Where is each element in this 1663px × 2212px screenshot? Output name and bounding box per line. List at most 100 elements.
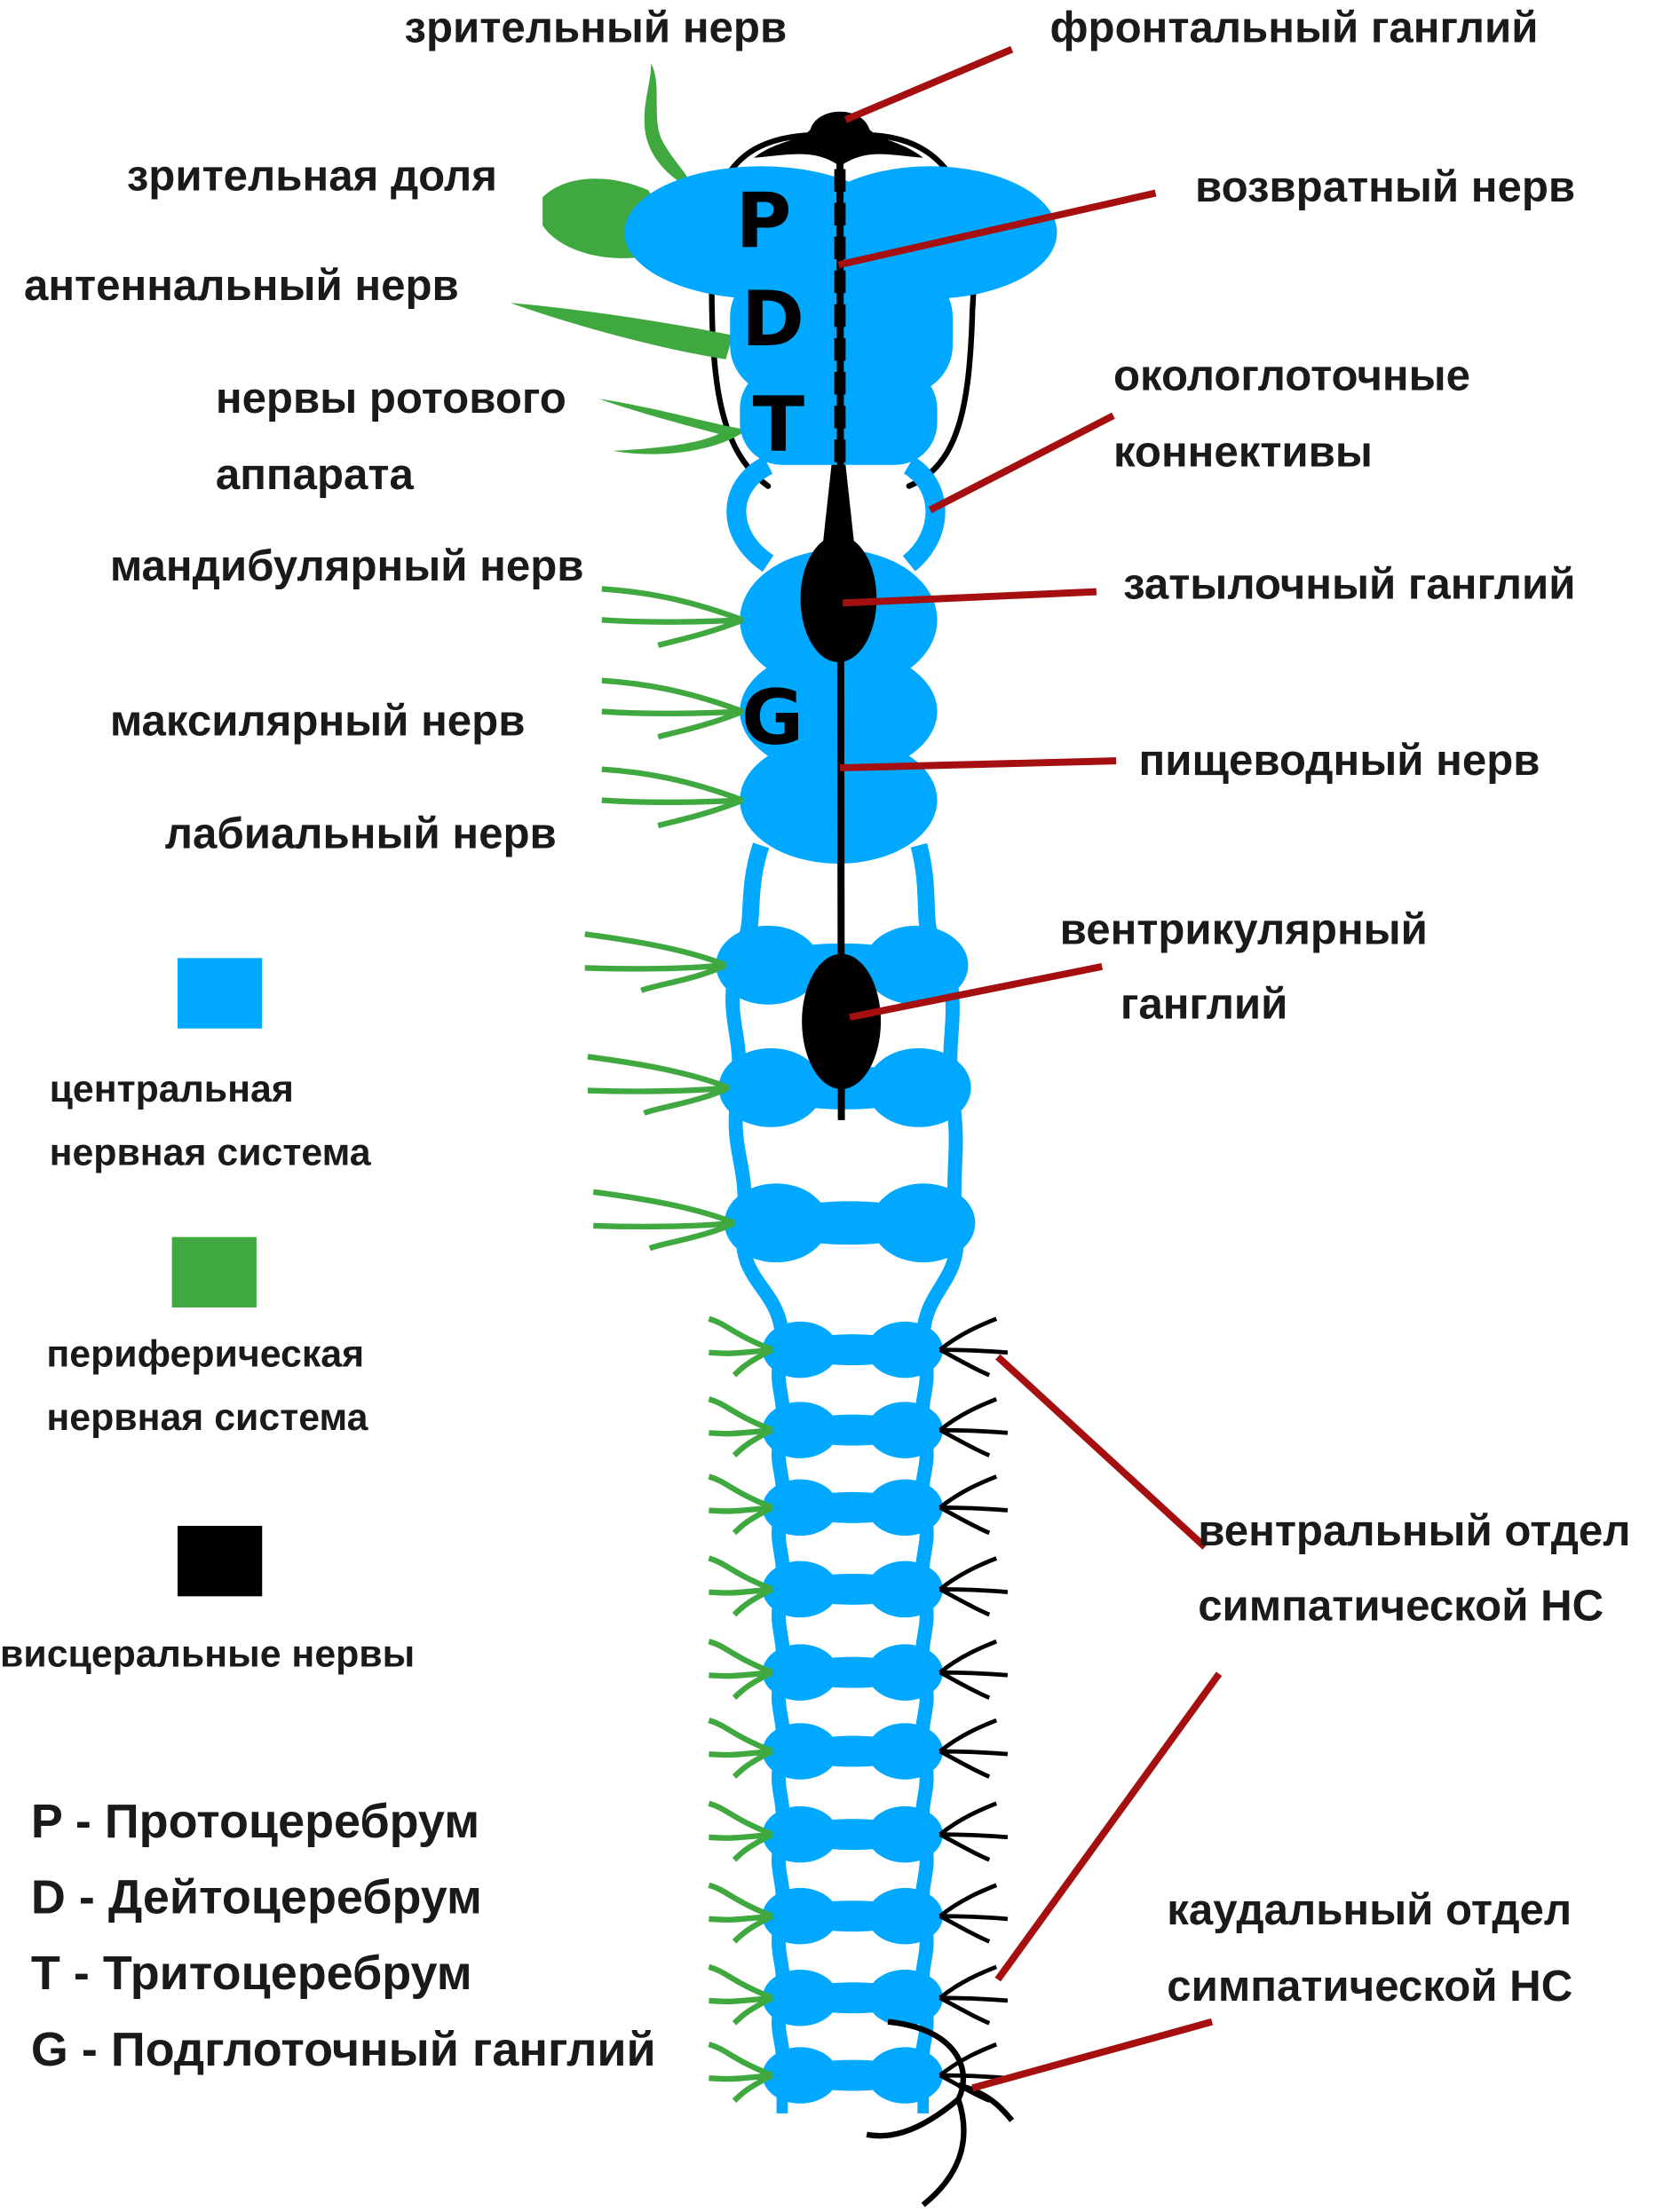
segmental-nerve-icon [587, 1054, 731, 1116]
ganglion-bridge [791, 1573, 915, 1605]
frontal-ganglion [754, 111, 923, 167]
label-maxillary-nerve: максилярный нерв [110, 697, 526, 746]
legend-swatch-visceral [178, 1526, 263, 1597]
sympathetic-nerve [938, 1883, 1009, 1944]
segmental-nerve-icon [708, 1639, 774, 1701]
protocerebrum-right [803, 166, 1057, 299]
mouthpart-nerve [601, 586, 744, 649]
legend-pns-1: периферическая [46, 1333, 364, 1376]
connective [771, 1914, 790, 1999]
legend-cns-1: центральная [50, 1068, 294, 1110]
label-ventricular-2: ганглий [1121, 980, 1288, 1029]
connective [915, 1995, 934, 2076]
label-circumesophageal-1: окологлоточные [1113, 352, 1470, 400]
label-mouthpart-nerves-2: аппарата [216, 450, 415, 499]
connective [771, 1347, 790, 1431]
ganglion-bridge [791, 1819, 915, 1851]
abbreviation-t: T - Тритоцеребрум [31, 1947, 472, 2000]
leader-esophageal [839, 757, 1117, 772]
legend-visceral: висцеральные нервы [0, 1633, 415, 1676]
leader-occipital [843, 588, 1097, 607]
letter-p: P [736, 177, 792, 265]
segmental-nerve-icon [708, 1473, 774, 1536]
sympathetic-nerve [938, 1964, 1009, 2026]
ganglion-bridge [791, 1900, 915, 1932]
legend-cns-2: нервная система [50, 1132, 372, 1174]
abbreviation-p: P - Протоцеребрум [31, 1795, 479, 1848]
ganglion-bridge [791, 1735, 915, 1767]
letter-t: T [753, 381, 804, 470]
sympathetic-nerve [938, 1639, 1009, 1700]
ganglion-bridge [764, 1201, 936, 1245]
letter-g: G [741, 674, 804, 762]
connective [771, 1505, 790, 1591]
label-optic-nerve: зрительный нерв [405, 4, 788, 52]
leader-connectives [928, 412, 1115, 514]
label-optic-lobe: зрительная доля [127, 151, 497, 200]
segmental-nerve-icon [708, 1800, 774, 1862]
segmental-nerve-icon [708, 1315, 774, 1378]
connective [941, 964, 960, 1088]
segmental-nerve-icon [584, 931, 727, 993]
segmental-nerve-icon [708, 1882, 774, 1944]
label-esophageal-nerve: пищеводный нерв [1139, 736, 1540, 785]
connective [915, 1587, 934, 1673]
connective [728, 1086, 752, 1224]
segmental-nerve-icon [708, 1963, 774, 2026]
antennal-nerve [510, 303, 733, 359]
label-circumesophageal-2: коннективы [1113, 427, 1373, 476]
segmental-nerve-icon [708, 1718, 774, 1779]
sympathetic-nerve [938, 1474, 1009, 1536]
label-mandibular-nerve: мандибулярный нерв [110, 541, 584, 590]
sympathetic-nerve [938, 1556, 1009, 1617]
leader-lines [837, 45, 1223, 2092]
leader-ventral-1 [995, 1354, 1208, 1550]
legend-pns-2: нервная система [46, 1396, 368, 1439]
ganglion-bridge [791, 1656, 915, 1688]
ganglion-bridge [791, 1491, 915, 1523]
sympathetic-nerve [938, 1718, 1009, 1779]
connective [771, 1671, 790, 1752]
leader-frontal [843, 45, 1014, 123]
ganglion-bridge [791, 1334, 915, 1366]
abbreviation-d: D - Дейтоцеребрум [31, 1871, 482, 1924]
connective [915, 1832, 934, 1917]
abbreviation-list: P - Протоцеребрум D - Дейтоцеребрум T - … [31, 1795, 656, 2076]
segmental-nerve-icon [592, 1189, 736, 1252]
leader-caudal [971, 2018, 1214, 2092]
legend: центральная нервная система периферическ… [0, 958, 415, 1676]
sympathetic-nerve [938, 1801, 1009, 1862]
label-occipital-ganglion: затылочный ганглий [1123, 560, 1575, 609]
segmental-nerve-icon [708, 1555, 774, 1617]
optic-nerve [644, 63, 693, 191]
caudal-sympathetic-nerve [866, 2018, 1015, 2208]
label-ventricular-1: вентрикулярный [1060, 905, 1428, 953]
leader-recurrent [837, 189, 1157, 269]
connective [725, 964, 747, 1088]
ganglion-bridge [791, 1982, 915, 2014]
connective [944, 1086, 963, 1224]
connective [771, 1750, 790, 1836]
mouthpart-nerve [598, 399, 748, 454]
connective [915, 1221, 964, 1351]
label-recurrent-nerve: возвратный нерв [1195, 162, 1575, 211]
circumesophageal-connectives [726, 455, 946, 573]
label-mouthpart-nerves-1: нервы ротового [216, 374, 566, 423]
terminal-connective [776, 2075, 930, 2113]
connective [771, 1995, 790, 2076]
connective [915, 1428, 934, 1509]
connective [915, 1505, 934, 1591]
occipital-ganglion [800, 535, 877, 663]
ganglion-bridge [791, 2059, 915, 2091]
label-ventral-sympathetic-2: симпатической НС [1198, 1581, 1604, 1630]
leader-ventral-2 [994, 1671, 1223, 1982]
connective [915, 1671, 934, 1752]
label-labial-nerve: лабиальный нерв [165, 810, 557, 858]
connective [735, 1221, 790, 1351]
abbreviation-g: G - Подглоточный ганглий [31, 2023, 656, 2076]
ventricular-ganglion [802, 953, 882, 1089]
leader-ventricular [849, 962, 1104, 1021]
segmental-nerve-icon [708, 1396, 774, 1458]
